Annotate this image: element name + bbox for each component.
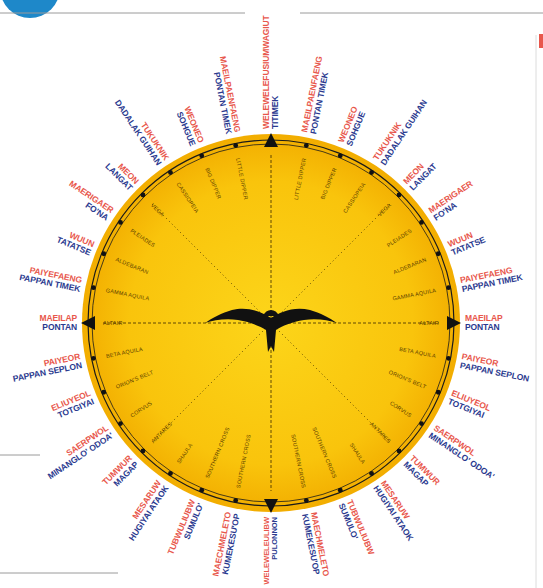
rule-line (0, 455, 40, 456)
point-dot (233, 143, 238, 148)
compass-point-label: MAECHMELETOKUMEKESU'OP (212, 512, 242, 580)
cardinal-arrow (447, 316, 461, 330)
frigate-bird-head (263, 310, 279, 316)
point-dot (168, 471, 173, 476)
point-name: DADALAK GUIHAN (113, 98, 163, 167)
point-dot (101, 390, 106, 395)
compass-point-label: PAIYEORPAPPAN SEPLON (460, 352, 532, 383)
point-dot (446, 285, 451, 290)
compass-point-label: MAECHMELETOKUMEKESU'OP (300, 512, 330, 580)
point-name: MINANGLO' ODOA' (427, 431, 496, 481)
point-name: PULONNON (271, 517, 279, 584)
compass-point-label: TUMWURMAGAP (402, 454, 442, 494)
point-dot (338, 153, 343, 158)
point-dot (233, 498, 238, 503)
panel-mark (539, 34, 543, 48)
compass-point-label: MESARUWHUGIYAI ATAOK (371, 479, 422, 542)
compass-point-label: TUKUKNIKDADALAK GUIHAN (371, 93, 428, 167)
compass-point-label: PAIYEFAENGPAPPAN TIMEK (460, 264, 524, 294)
compass-point-label: TUBWULIUBWSUMULO' (337, 499, 376, 560)
star-name: ALTAIR (419, 320, 439, 326)
point-dot (397, 193, 402, 198)
compass-point-label: MAEILAPPONTAN (39, 314, 77, 332)
point-dot (369, 471, 374, 476)
compass-point-label: PAIYEFAENGPAPPAN TIMEK (18, 264, 82, 294)
house-name: MAEILAP (465, 314, 503, 323)
house-name: WELEWELEFUSIUMWAGIUT (262, 15, 271, 129)
compass-ring (88, 140, 454, 506)
rule-line (300, 13, 543, 14)
point-dot (419, 220, 424, 225)
compass-disc (82, 134, 460, 512)
compass-point-label: MAEILPAENFAENGPONTAN TIMEK (300, 55, 333, 134)
compass-point-label: WEONEOSOHGUE (337, 105, 368, 147)
house-name: MAEILAP (39, 314, 77, 323)
compass-point-label: MAERIGAERFO'NA (62, 179, 114, 222)
point-name: TITIMEK (271, 15, 280, 129)
point-dot (419, 421, 424, 426)
point-dot (141, 193, 146, 198)
cardinal-arrow (81, 316, 95, 330)
compass-point-label: MEONLANGAT (402, 155, 439, 192)
point-dot (369, 170, 374, 175)
cardinal-arrow (264, 133, 278, 147)
point-dot (304, 498, 309, 503)
compass-point-label: MEONLANGAT (103, 155, 140, 192)
compass-point-label: MAEILPAENFAENGPONTAN TIMEK (209, 55, 242, 134)
compass-point-label: MESARUWHUGIYAI ATAOK (120, 479, 171, 542)
star-name: ALTAIR (103, 320, 123, 326)
point-dot (436, 390, 441, 395)
compass-point-label: ELIUYEOLTOTGIYAI (50, 389, 95, 421)
compass-point-label: WUUNTATATSE (55, 227, 95, 257)
compass-point-label: ELIUYEOLTOTGIYAI (447, 389, 492, 421)
point-name: DADALAK GUIHAN (379, 98, 429, 167)
compass-point-label: PAIYEORPAPPAN SEPLON (10, 352, 82, 383)
panel-border (536, 35, 537, 588)
house-name: WELEWELEULIBW (263, 517, 271, 584)
compass-point-label: SAERPWOLMINANGLO' ODOA' (41, 423, 115, 480)
compass-point-label: WEONEOSOHGUE (174, 105, 205, 147)
compass-ring (92, 144, 450, 502)
point-dot (141, 449, 146, 454)
point-dot (338, 488, 343, 493)
point-dot (118, 220, 123, 225)
rule-line (0, 573, 118, 574)
point-name: MINANGLO' ODOA' (46, 431, 115, 481)
point-dot (304, 143, 309, 148)
compass-point-label: WUUNTATATSE (447, 227, 487, 257)
guide-lines (103, 155, 439, 491)
compass-point-label: SAERPWOLMINANGLO' ODOA' (427, 423, 501, 480)
frigate-bird (205, 309, 337, 352)
point-dot (446, 356, 451, 361)
compass-point-label: MAEILAPPONTAN (465, 314, 503, 332)
rule-line (0, 13, 245, 14)
point-dot (118, 421, 123, 426)
ring-marks (81, 133, 461, 513)
compass-point-label: TUBWULIUBWSUMULO' (166, 499, 205, 560)
point-dot (91, 285, 96, 290)
point-dot (436, 251, 441, 256)
point-dot (101, 251, 106, 256)
compass-point-label: WELEWELEULIBWPULONNON (263, 517, 279, 584)
compass-point-label: MAERIGAERFO'NA (427, 179, 479, 222)
point-name: PONTAN (465, 323, 503, 332)
compass-point-label: WELEWELEFUSIUMWAGIUTTITIMEK (262, 15, 280, 129)
compass-point-label: TUMWURMAGAP (101, 454, 141, 494)
logo-mark (0, 0, 60, 18)
point-dot (199, 153, 204, 158)
point-dot (168, 170, 173, 175)
point-dot (91, 356, 96, 361)
cardinal-arrow (264, 499, 278, 513)
compass-point-label: TUKUKNIKDADALAK GUIHAN (113, 93, 170, 167)
point-name: PONTAN (39, 323, 77, 332)
point-dot (397, 449, 402, 454)
point-dot (199, 488, 204, 493)
